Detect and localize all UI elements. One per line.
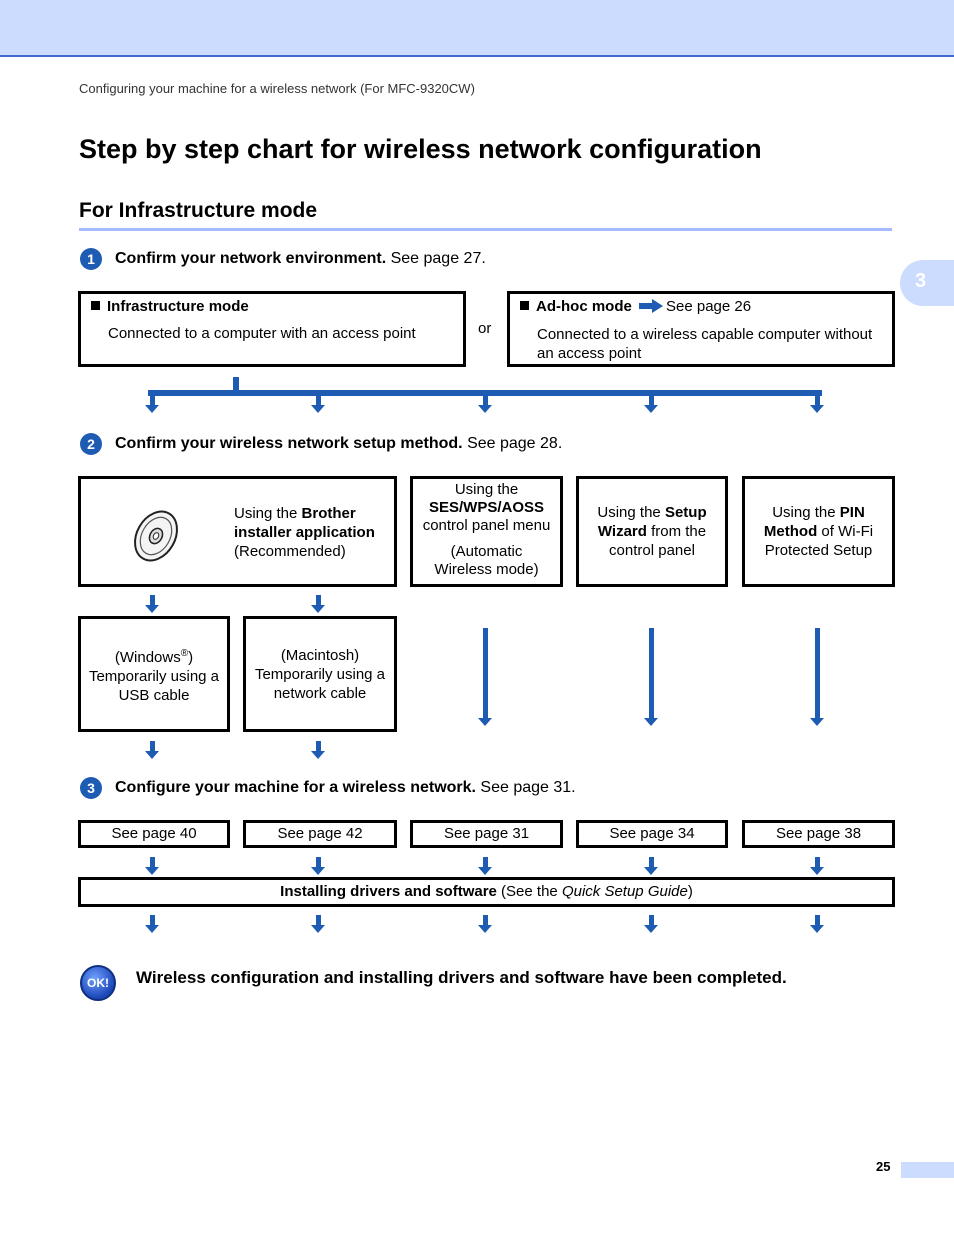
header-bar <box>0 0 954 57</box>
see-page-setup-wizard[interactable]: See page 34 <box>576 820 728 848</box>
install-drivers-box: Installing drivers and software (See the… <box>78 877 895 907</box>
bullet-square-icon <box>520 301 529 310</box>
step-3-text: Configure your machine for a wireless ne… <box>115 779 576 796</box>
adhoc-mode-title: Ad-hoc mode See page 26 <box>520 298 751 315</box>
or-label: or <box>478 320 492 337</box>
see-page-ses[interactable]: See page 31 <box>410 820 563 848</box>
page-number: 25 <box>876 1159 891 1174</box>
footer-bar <box>901 1162 954 1178</box>
infrastructure-mode-title: Infrastructure mode <box>91 298 249 315</box>
arrow-right-icon <box>639 299 664 313</box>
pin-method-box: Using the PIN Method of Wi-Fi Protected … <box>742 476 895 587</box>
step-1-text: Confirm your network environment. See pa… <box>115 250 486 267</box>
mac-network-box: (Macintosh) Temporarily using a network … <box>243 616 397 732</box>
infrastructure-mode-box: Infrastructure mode Connected to a compu… <box>78 291 466 367</box>
section-divider <box>79 228 892 231</box>
adhoc-mode-box: Ad-hoc mode See page 26 Connected to a w… <box>507 291 895 367</box>
see-page-windows[interactable]: See page 40 <box>78 820 230 848</box>
mac-network-label: (Macintosh) Temporarily using a network … <box>254 646 386 702</box>
chapter-tab: 3 <box>900 260 954 306</box>
pin-method-label: Using the PIN Method of Wi-Fi Protected … <box>763 504 874 559</box>
setup-wizard-method-box: Using the Setup Wizard from the control … <box>576 476 728 587</box>
installer-method-label: Using the Brother installer application(… <box>234 505 375 560</box>
connector-stem <box>233 377 239 393</box>
bullet-square-icon <box>91 301 100 310</box>
step-2-text: Confirm your wireless network setup meth… <box>115 435 563 452</box>
cd-disc-icon <box>134 510 178 562</box>
installer-method-box: Using the Brother installer application(… <box>78 476 397 587</box>
ok-icon: OK! <box>80 965 116 1001</box>
windows-usb-label: (Windows®) Temporarily using a USB cable <box>88 647 220 704</box>
adhoc-mode-desc: Connected to a wireless capable computer… <box>537 326 873 362</box>
breadcrumb: Configuring your machine for a wireless … <box>79 81 475 96</box>
page-title: Step by step chart for wireless network … <box>79 134 762 164</box>
windows-usb-box: (Windows®) Temporarily using a USB cable <box>78 616 230 732</box>
step-2-number: 2 <box>80 433 102 455</box>
step-1-number: 1 <box>80 248 102 270</box>
ses-method-box: Using the SES/WPS/AOSS control panel men… <box>410 476 563 587</box>
infrastructure-mode-desc: Connected to a computer with an access p… <box>108 325 416 342</box>
chapter-number: 3 <box>915 270 927 292</box>
setup-wizard-method-label: Using the Setup Wizard from the control … <box>597 504 707 559</box>
see-page-mac[interactable]: See page 42 <box>243 820 397 848</box>
step-3-number: 3 <box>80 777 102 799</box>
ses-method-label: Using the SES/WPS/AOSS control panel men… <box>422 481 551 578</box>
see-page-pin[interactable]: See page 38 <box>742 820 895 848</box>
section-title: For Infrastructure mode <box>79 199 318 222</box>
completion-text: Wireless configuration and installing dr… <box>136 968 787 987</box>
